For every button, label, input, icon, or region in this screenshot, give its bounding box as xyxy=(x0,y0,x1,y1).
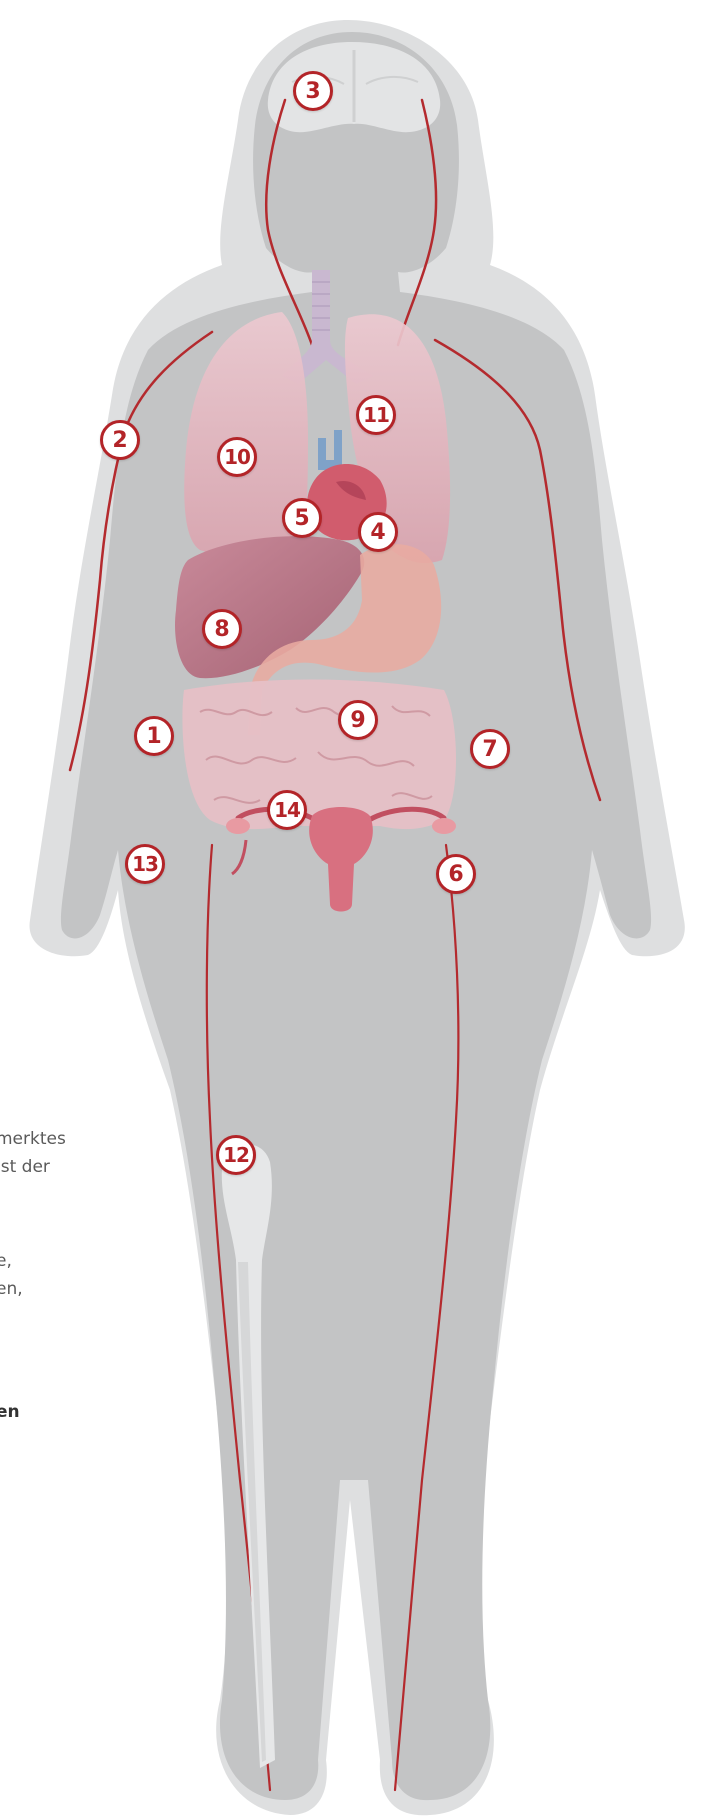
marker-3[interactable]: 3 xyxy=(293,71,333,111)
intestines-illustration xyxy=(182,680,456,830)
marker-2[interactable]: 2 xyxy=(100,420,140,460)
body-silhouette xyxy=(30,20,685,1815)
marker-9[interactable]: 9 xyxy=(338,700,378,740)
marker-13[interactable]: 13 xyxy=(125,844,165,884)
marker-5[interactable]: 5 xyxy=(282,498,322,538)
marker-6[interactable]: 6 xyxy=(436,854,476,894)
marker-8[interactable]: 8 xyxy=(202,609,242,649)
marker-14[interactable]: 14 xyxy=(267,790,307,830)
marker-1[interactable]: 1 xyxy=(134,716,174,756)
marker-12[interactable]: 12 xyxy=(216,1135,256,1175)
marker-4[interactable]: 4 xyxy=(358,512,398,552)
marker-7[interactable]: 7 xyxy=(470,729,510,769)
marker-11[interactable]: 11 xyxy=(356,395,396,435)
marker-10[interactable]: 10 xyxy=(217,437,257,477)
